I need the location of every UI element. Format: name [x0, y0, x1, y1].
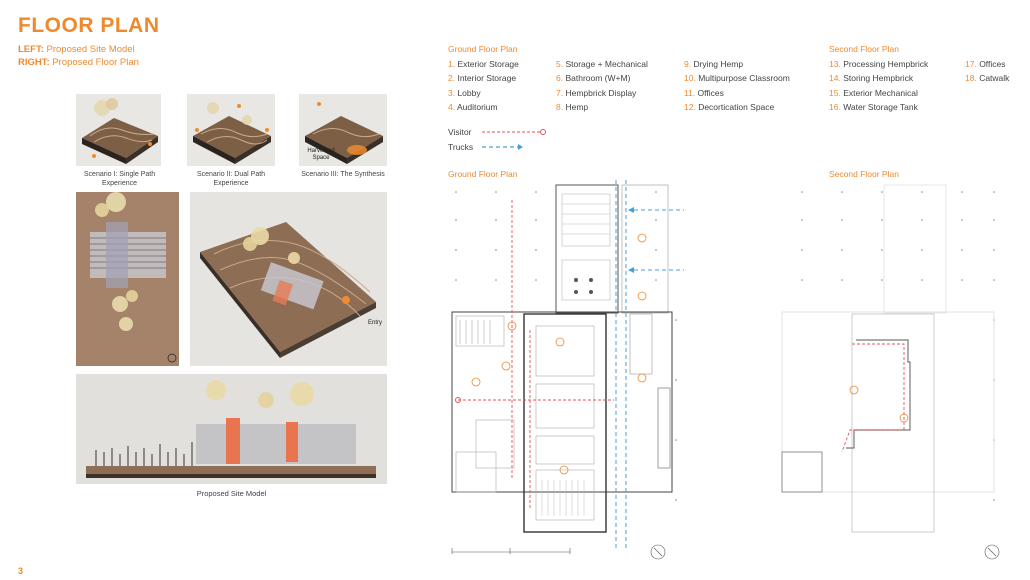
angled-model-photo: Entry [190, 192, 387, 366]
legend-item: 1. Exterior Storage [448, 59, 519, 69]
legend-number: 14. [829, 73, 844, 84]
scenario-2-photo [187, 94, 275, 166]
left-label: LEFT: [18, 44, 44, 55]
legend-number: 4. [448, 102, 457, 113]
legend-item: 10. Multipurpose Classroom [684, 73, 790, 84]
legend-number: 1. [448, 59, 458, 69]
legend-item: 3. Lobby [448, 87, 481, 98]
page-number: 3 [18, 566, 24, 576]
right-label: RIGHT: [18, 57, 50, 68]
legend-number: 18. [965, 73, 980, 84]
wide-model-photo [76, 374, 387, 484]
legend-number: 6. [556, 73, 566, 84]
legend-item: 2. Interior Storage [448, 73, 517, 84]
ground-plan-title: Ground Floor Plan [448, 169, 518, 179]
legend-item: 6. Bathroom (W+M) [556, 73, 631, 84]
legend-number: 17. [965, 59, 980, 69]
legend-item: 18. Catwalk [965, 73, 1010, 84]
site-model-caption: Proposed Site Model [196, 489, 267, 498]
legend-item: 16. Water Storage Tank [829, 102, 918, 113]
ground-floor-plan [451, 180, 684, 560]
legend-number: 13. [829, 59, 844, 69]
second-plan-title: Second Floor Plan [829, 169, 899, 179]
trucks-key-label: Trucks [448, 142, 474, 152]
legend-item: 14. Storing Hempbrick [829, 73, 914, 84]
legend-number: 7. [556, 87, 566, 98]
legend-number: 12. [684, 102, 699, 113]
legend-number: 16. [829, 102, 844, 113]
legend-number: 10. [684, 73, 699, 84]
harvested-space-label: Harvested Space [307, 148, 335, 162]
legend-item: 17. Offices [965, 59, 1006, 69]
legend-number: 8. [556, 102, 566, 113]
legend-ground-title: Ground Floor Plan [448, 44, 518, 54]
tall-model-photo [76, 192, 179, 366]
second-floor-plan [781, 184, 1000, 560]
visitor-key-line [482, 129, 546, 135]
legend-number: 9. [684, 59, 694, 69]
legend-number: 2. [448, 73, 458, 84]
scenario-1-caption: Scenario I: Single Path Experience [83, 171, 156, 188]
scenario-1-photo [76, 94, 161, 166]
right-caption: RIGHT: Proposed Floor Plan [18, 57, 139, 68]
scenario-3-caption: Scenario III: The Synthesis [301, 171, 385, 178]
right-text: Proposed Floor Plan [52, 57, 139, 68]
legend-item: 15. Exterior Mechanical [829, 87, 918, 98]
legend-item: 7. Hempbrick Display [556, 87, 637, 98]
legend-item: 12. Decortication Space [684, 102, 775, 113]
legend-col-4: 13. Processing Hempbrick 14. Storing Hem… [829, 59, 928, 117]
legend-col-2: 5. Storage + Mechanical 6. Bathroom (W+M… [556, 59, 648, 117]
legend-number: 11. [684, 87, 698, 98]
legend-col-5: 17. Offices 18. Catwalk [965, 59, 1009, 88]
entry-label: Entry [368, 320, 383, 326]
left-text: Proposed Site Model [46, 44, 135, 55]
page-title: FLOOR PLAN [18, 14, 160, 37]
legend-item: 4. Auditorium [448, 102, 498, 113]
legend-number: 5. [556, 59, 566, 69]
legend-item: 13. Processing Hempbrick [829, 59, 929, 69]
legend-number: 15. [829, 87, 844, 98]
legend-col-1: 1. Exterior Storage 2. Interior Storage … [448, 59, 519, 117]
left-caption: LEFT: Proposed Site Model [18, 44, 135, 55]
legend-item: 11. Offices [684, 87, 724, 98]
legend-item: 8. Hemp [556, 102, 589, 113]
visitor-key-label: Visitor [448, 127, 472, 137]
legend-col-3: 9. Drying Hemp 10. Multipurpose Classroo… [684, 59, 790, 117]
trucks-key-line [482, 144, 523, 150]
legend-number: 3. [448, 87, 458, 98]
scenario-2-caption: Scenario II: Dual Path Experience [196, 171, 266, 188]
legend-second-title: Second Floor Plan [829, 44, 899, 54]
legend-item: 9. Drying Hemp [684, 59, 744, 69]
scenario-3-photo: Harvested Space [299, 94, 387, 166]
legend-item: 5. Storage + Mechanical [556, 59, 648, 69]
